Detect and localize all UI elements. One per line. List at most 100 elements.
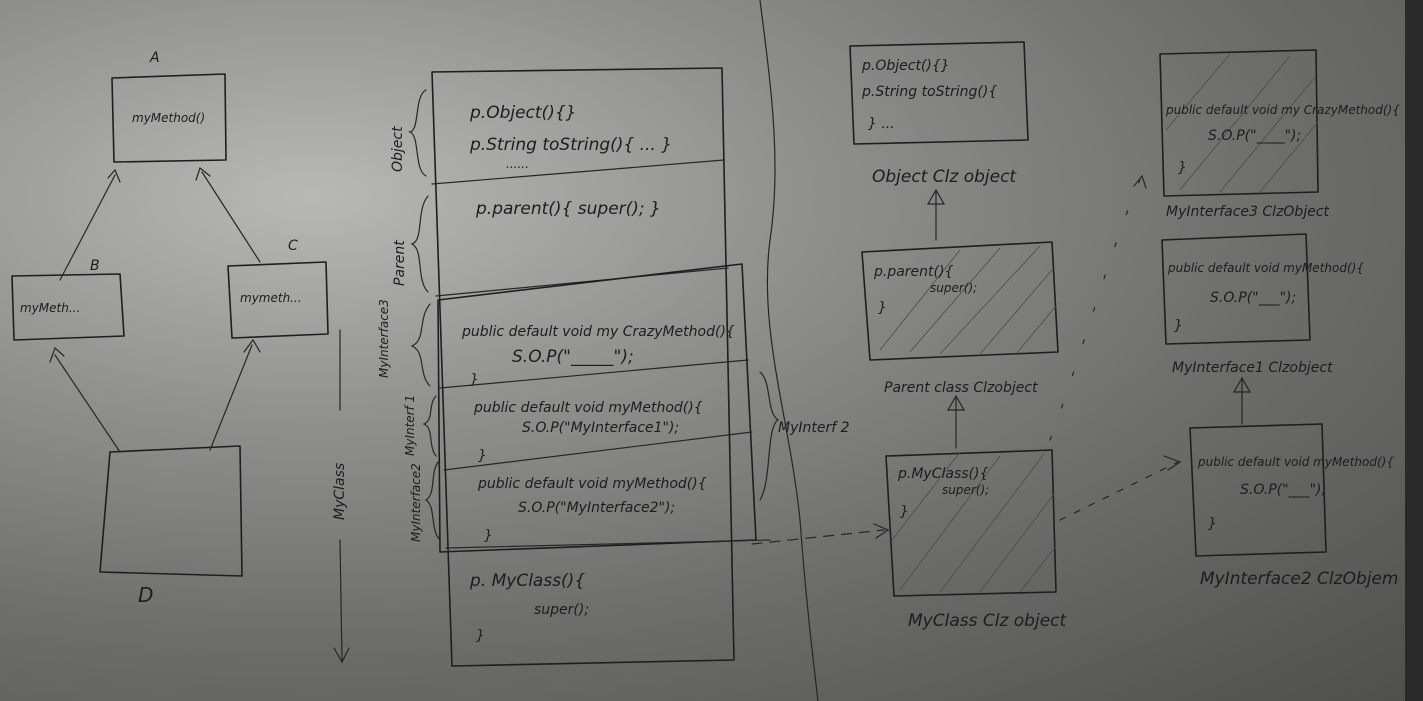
stack-divider-2 <box>435 267 729 297</box>
parent-to-object-arrow <box>926 188 946 241</box>
iface3-clz-line-3: } <box>1178 160 1187 176</box>
iface1-clz-box <box>1161 233 1311 345</box>
label-c: C <box>288 238 298 254</box>
stack-object-line-1: p.Object(){} <box>469 103 576 123</box>
parent-clz-line-3: } <box>878 300 887 316</box>
stack-crazy-line-3: } <box>470 372 479 388</box>
divider-line <box>759 0 819 701</box>
iface3-clz-line-2: S.O.P("____"); <box>1208 128 1301 144</box>
parent-clz-line-2: super(); <box>930 281 977 295</box>
box-c-text: mymeth... <box>240 291 302 305</box>
label-a: A <box>149 50 160 66</box>
box-d <box>99 445 243 577</box>
iface1-clz-line-3: } <box>1174 318 1183 334</box>
object-clz-box <box>849 41 1029 145</box>
brace-object <box>407 89 427 177</box>
iface3-clz-box <box>1159 49 1319 197</box>
myclass-clz-label: MyClass Clz object <box>908 611 1067 631</box>
box-b-text: myMeth... <box>20 301 80 315</box>
board-edge <box>1405 0 1423 701</box>
brace-iface2-right <box>759 371 780 501</box>
stack-crazy-line-2: S.O.P("_____"); <box>512 347 634 367</box>
brace-parent <box>410 195 429 293</box>
side-label-myinterface2-right: MyInterf 2 <box>778 420 850 436</box>
arrow-d-to-c <box>209 338 261 451</box>
iface1-clz-label: MyInterface1 Clzobject <box>1172 360 1333 376</box>
class-objects: p.Object(){} p.String toString(){ } ... … <box>849 41 1400 631</box>
arrow-c-to-a <box>195 166 261 263</box>
myclass-clz-line-1: p.MyClass(){ <box>897 466 988 482</box>
stack-iface2-line-1: public default void myMethod(){ <box>477 476 707 492</box>
box-a <box>111 73 227 163</box>
brace-iface3 <box>410 303 431 387</box>
myclass-to-iface2-dashed <box>1059 461 1179 521</box>
myclass-to-iface2-arrowhead <box>1163 455 1182 471</box>
stack-divider-4 <box>443 431 753 471</box>
side-label-object: Object <box>390 126 406 172</box>
stack-myclass-line-1: p. MyClass(){ <box>469 571 585 591</box>
arrow-d-to-b <box>49 346 121 453</box>
box-a-text: myMethod() <box>132 111 205 125</box>
stack-iface2-line-3: } <box>484 528 493 544</box>
stack-object-line-3: ...... <box>506 157 529 171</box>
myclass-clz-box <box>885 449 1057 597</box>
stack-divider-3 <box>439 359 749 389</box>
myclass-clz-hatch <box>891 451 1057 593</box>
brace-iface2 <box>424 461 441 541</box>
stack-iface2-line-2: S.O.P("MyInterface2"); <box>518 500 675 516</box>
side-label-parent: Parent <box>392 240 408 286</box>
iface2-clz-label: MyInterface2 ClzObjem <box>1200 569 1399 589</box>
stack-myclass-line-3: } <box>476 628 485 644</box>
side-label-myinterface2: MyInterface2 <box>409 463 423 542</box>
iface3-clz-line-1: public default void my CrazyMethod(){ <box>1165 103 1400 117</box>
box-c <box>227 261 329 339</box>
parent-clz-hatch <box>879 245 1057 355</box>
iface2-clz-line-3: } <box>1208 516 1217 532</box>
myclass-clz-line-3: } <box>900 504 909 520</box>
stack-iface1-line-2: S.O.P("MyInterface1"); <box>522 420 679 436</box>
iface1-clz-line-1: public default void myMethod(){ <box>1167 261 1364 275</box>
side-label-myinterface1: MyInterf 1 <box>403 395 417 456</box>
myclass-to-iface3-dotted <box>1049 179 1141 441</box>
myclass-side: MyClass <box>332 329 350 664</box>
iface3-clz-hatch <box>1165 53 1319 193</box>
myclass-clz-line-2: super(); <box>942 483 989 497</box>
stack-crazy-line-1: public default void my CrazyMethod(){ <box>461 324 735 340</box>
myclass-to-parent-arrow <box>946 394 966 449</box>
stack-divider-5 <box>445 539 771 549</box>
label-b: B <box>90 258 100 274</box>
iface1-clz-line-2: S.O.P("___"); <box>1210 290 1296 306</box>
parent-clz-label: Parent class Clzobject <box>884 380 1038 396</box>
label-d: D <box>138 583 153 607</box>
stack-outline <box>431 67 735 667</box>
stack-iface1-line-1: public default void myMethod(){ <box>473 400 703 416</box>
brace-iface1 <box>422 395 437 457</box>
side-label-myinterface3: MyInterface3 <box>377 299 391 378</box>
iface2-clz-box <box>1189 423 1327 557</box>
myclass-vertical-label: MyClass <box>332 463 348 520</box>
object-clz-line-2: p.String toString(){ <box>861 84 997 100</box>
object-clz-label: Object Clz object <box>872 167 1017 187</box>
iface2-to-iface1-arrow <box>1232 376 1252 425</box>
stack-object-line-2: p.String toString(){ ... } <box>469 135 672 155</box>
stack-to-myclass-arrowhead <box>873 523 890 539</box>
stack-myclass-line-2: super(); <box>534 602 589 618</box>
parent-clz-box <box>861 241 1059 361</box>
myclass-to-iface3-arrowhead <box>1133 174 1147 189</box>
object-clz-line-1: p.Object(){} <box>861 58 950 74</box>
parent-clz-line-1: p.parent(){ <box>873 264 953 280</box>
box-b <box>11 273 125 341</box>
stack-iface1-line-3: } <box>478 448 487 464</box>
stack-to-myclass-arrow <box>751 529 885 545</box>
object-clz-line-3: } ... <box>868 116 895 132</box>
memory-stack: p.Object(){} p.String toString(){ ... } … <box>377 67 890 667</box>
stack-parent-line-1: p.parent(){ super(); } <box>475 199 661 219</box>
diamond-diagram: A myMethod() B myMeth... C mymeth... D <box>11 50 329 607</box>
iface2-clz-line-1: public default void myMethod(){ <box>1197 455 1394 469</box>
arrow-b-to-a <box>59 168 121 281</box>
iface3-clz-label: MyInterface3 ClzObject <box>1166 204 1330 220</box>
myclass-down-arrow <box>333 539 350 664</box>
stack-divider-1 <box>431 159 725 185</box>
iface2-clz-line-2: S.O.P("___"); <box>1240 482 1326 498</box>
